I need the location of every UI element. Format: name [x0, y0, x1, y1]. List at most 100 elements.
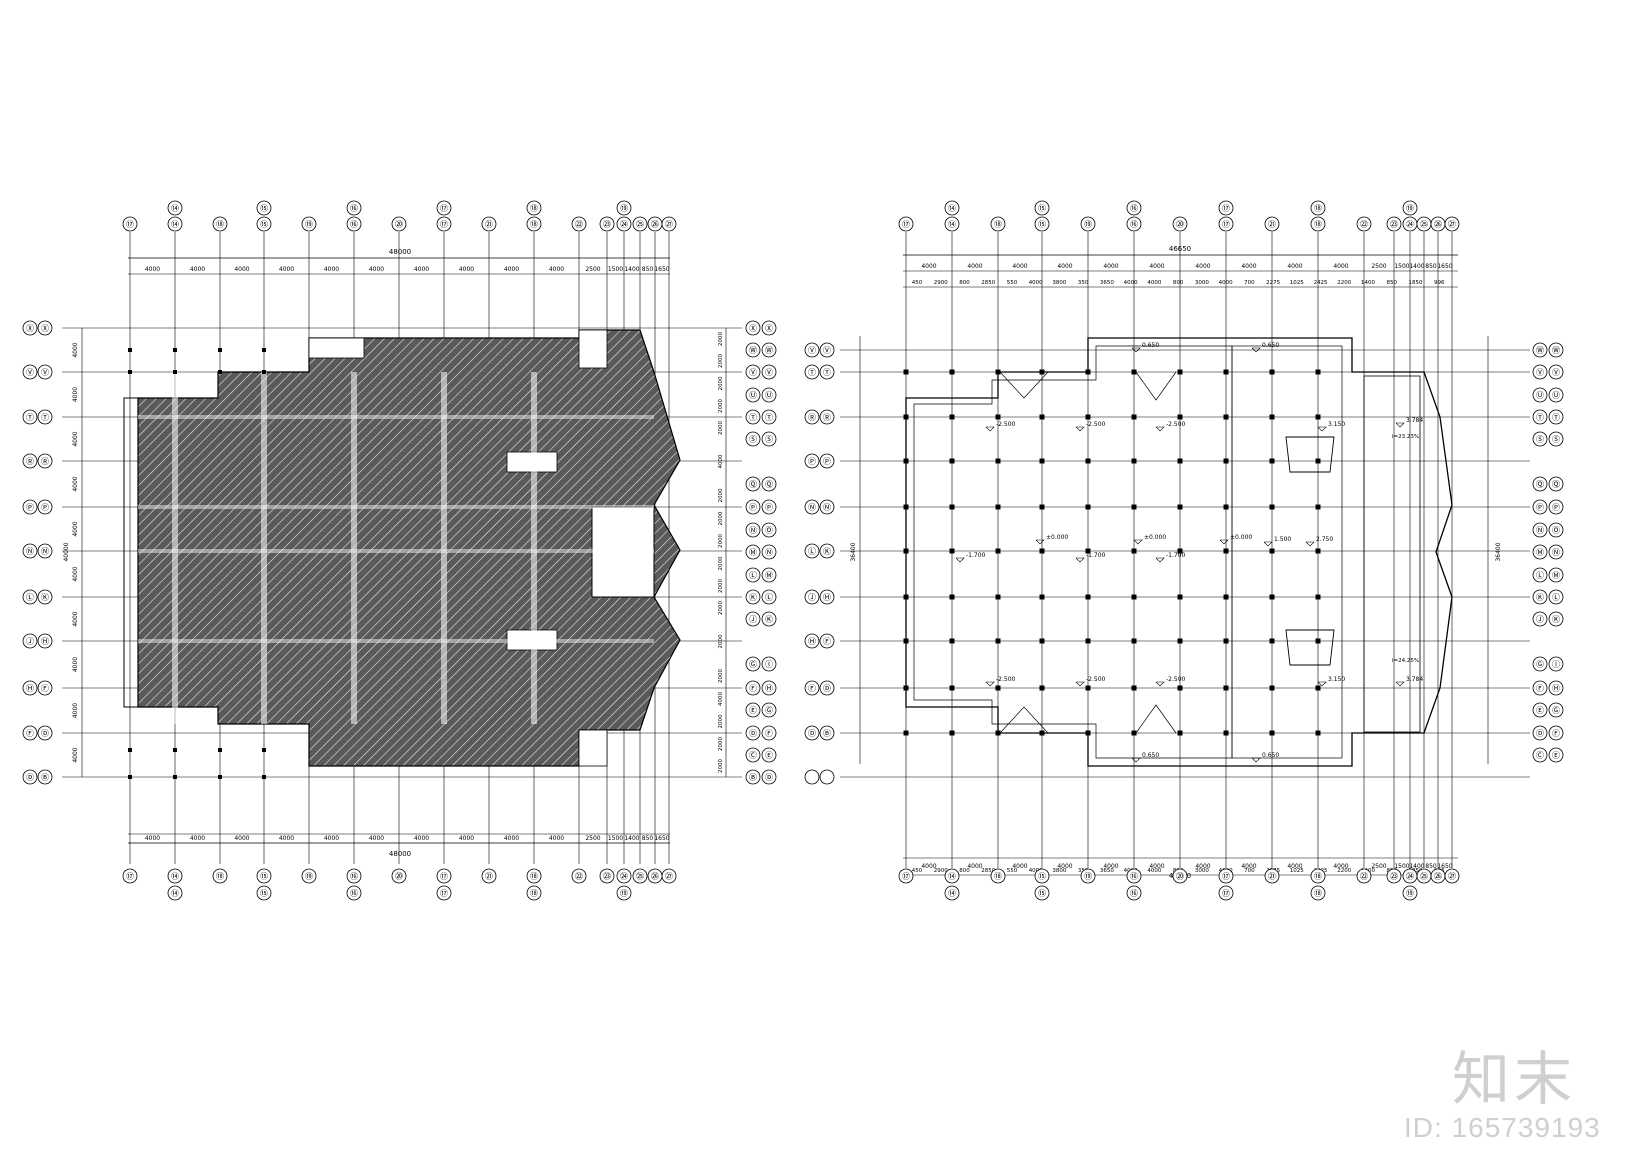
- beam-line: [138, 549, 654, 553]
- top-dimension: 1500: [608, 266, 623, 273]
- bottom-dimension: 2500: [1371, 863, 1386, 870]
- axis-label: ⑮: [260, 220, 268, 229]
- axis-label: ⑰: [440, 889, 448, 898]
- axis-circle: [761, 702, 777, 718]
- axis-circle: [1532, 342, 1548, 358]
- axis-circle: [1264, 868, 1280, 884]
- top-dimension: 4000: [324, 266, 339, 273]
- left-axis-bubble: Ⓡ: [37, 453, 53, 469]
- column-marker: [262, 775, 266, 779]
- top-axis-bubble: ㉕: [632, 216, 648, 232]
- axis-label: Ⓓ: [26, 773, 34, 782]
- axis-label: Ⓧ: [749, 324, 757, 333]
- axis-label: ㉓: [603, 220, 611, 229]
- bottom-dimension: 4000: [369, 835, 384, 842]
- column: [1039, 548, 1045, 554]
- axis-circle: [944, 216, 960, 232]
- right-axis-bubble: Ⓛ: [1532, 567, 1548, 583]
- top-dimension: 4000: [369, 266, 384, 273]
- elevation-symbol: [1395, 422, 1405, 428]
- column: [1039, 730, 1045, 736]
- column: [1269, 594, 1275, 600]
- bottom-axis-bubble: ⑭: [944, 868, 960, 884]
- axis-label: Ⓣ: [1536, 413, 1544, 422]
- bottom-axis-bubble: ⑱: [1310, 868, 1326, 884]
- axis-label: ⑱: [994, 872, 1002, 881]
- axis-label: Ⓗ: [1552, 684, 1560, 693]
- axis-label: Ⓓ: [823, 684, 831, 693]
- column: [1315, 504, 1321, 510]
- axis-circle: [1548, 544, 1564, 560]
- axis-circle: [1126, 885, 1142, 901]
- axis-circle: [944, 868, 960, 884]
- elevation-text: -2.500: [1166, 421, 1186, 428]
- axis-circle: [571, 868, 587, 884]
- top-dimension-detail: 2200: [1337, 280, 1351, 286]
- elevation-text: 3.784: [1406, 676, 1423, 683]
- axis-circle: [1264, 216, 1280, 232]
- side-dimension: 4000: [72, 611, 79, 626]
- column: [1223, 685, 1229, 691]
- axis-circle: [804, 725, 820, 741]
- right-axis-bubble: Ⓘ: [761, 656, 777, 672]
- axis-circle: [1034, 868, 1050, 884]
- column: [949, 548, 955, 554]
- right-axis-bubble: Ⓣ: [745, 409, 761, 425]
- axis-circle: [819, 680, 835, 696]
- elevation-text: -2.500: [1166, 676, 1186, 683]
- axis-label: Ⓕ: [765, 729, 773, 738]
- right-axis-bubble: Ⓜ: [745, 544, 761, 560]
- elevation-text: -2.500: [996, 676, 1016, 683]
- axis-circle: [1034, 200, 1050, 216]
- top-main-axis-bubble: ⑭: [167, 200, 183, 216]
- top-main-axis-bubble: ⑰: [436, 200, 452, 216]
- axis-circle: [761, 387, 777, 403]
- axis-label: ⑱: [1314, 872, 1322, 881]
- axis-label: ⑭: [171, 872, 179, 881]
- axis-label: ⑭: [171, 889, 179, 898]
- axis-circle: [37, 680, 53, 696]
- column: [903, 414, 909, 420]
- right-axis-bubble: Ⓦ: [745, 342, 761, 358]
- bottom-axis-bubble: ⑰: [1218, 868, 1234, 884]
- axis-label: Ⓜ: [1536, 548, 1544, 557]
- right-axis-bubble: Ⓢ: [761, 431, 777, 447]
- left-axis-bubble: [819, 769, 835, 785]
- right-axis-bubble: Ⓜ: [761, 567, 777, 583]
- left-axis-bubble: Ⓥ: [819, 342, 835, 358]
- axis-circle: [1532, 431, 1548, 447]
- right-axis-bubble: Ⓜ: [1548, 567, 1564, 583]
- axis-circle: [804, 453, 820, 469]
- top-axis-bubble: ⑯: [1126, 216, 1142, 232]
- right-axis-bubble: Ⓔ: [1548, 747, 1564, 763]
- axis-label: ⑲: [305, 220, 313, 229]
- column: [903, 504, 909, 510]
- axis-circle: [745, 431, 761, 447]
- bottom-main-axis-bubble: ⑱: [526, 885, 542, 901]
- bottom-main-axis-bubble: ⑮: [256, 885, 272, 901]
- top-axis-bubble: ㉔: [616, 216, 632, 232]
- axis-label: Ⓥ: [26, 368, 34, 377]
- axis-label: ⑮: [260, 204, 268, 213]
- left-axis-bubble: Ⓥ: [37, 364, 53, 380]
- column: [1039, 638, 1045, 644]
- elevation-text: 0.650: [1262, 342, 1279, 349]
- axis-label: Ⓔ: [749, 706, 757, 715]
- bottom-dimension: 4000: [1103, 863, 1118, 870]
- axis-label: Ⓟ: [808, 457, 816, 466]
- axis-circle: [436, 216, 452, 232]
- column-marker: [218, 370, 222, 374]
- right-axis-bubble: Ⓥ: [1532, 364, 1548, 380]
- axis-label: Ⓜ: [765, 571, 773, 580]
- column: [949, 458, 955, 464]
- right-axis-bubble: Ⓗ: [761, 680, 777, 696]
- side-total: 36400: [1495, 542, 1502, 561]
- axis-circle: [745, 409, 761, 425]
- right-axis-bubble: Ⓗ: [1548, 680, 1564, 696]
- side-dimension: 2000: [718, 579, 724, 593]
- elevation-text: 3.784: [1406, 417, 1423, 424]
- column: [1177, 504, 1183, 510]
- left-axis-bubble: Ⓚ: [819, 543, 835, 559]
- top-axis-bubble: ㉒: [1356, 216, 1372, 232]
